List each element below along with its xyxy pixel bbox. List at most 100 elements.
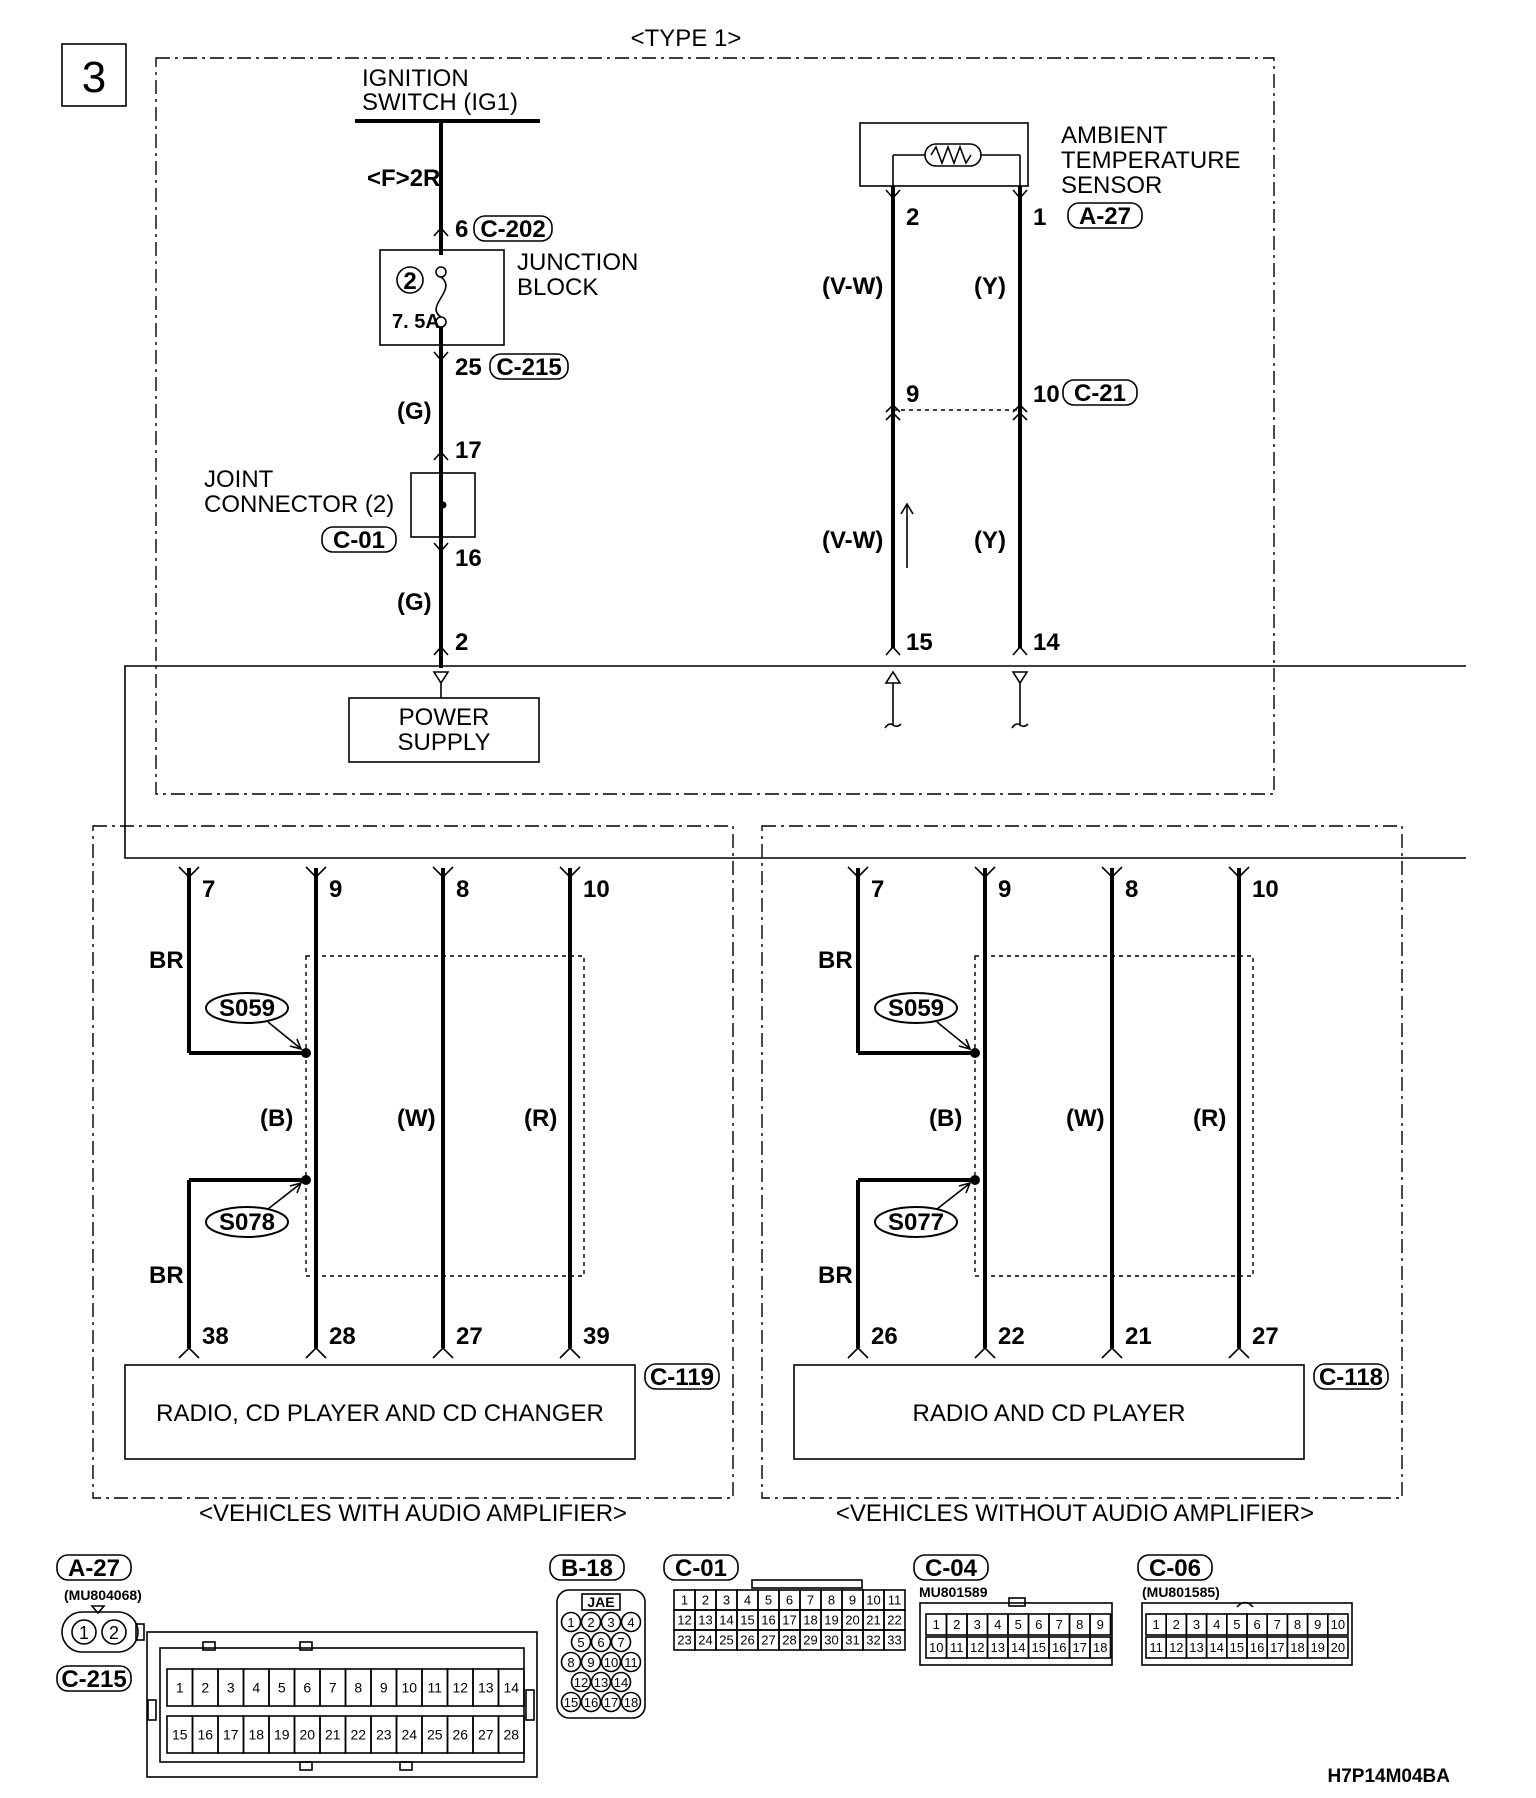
c01-pin-label: 27 xyxy=(761,1633,775,1648)
svg-text:(MU804068): (MU804068) xyxy=(64,1587,142,1603)
c01-pin-label: 9 xyxy=(849,1593,856,1608)
right-wire-w: (W) xyxy=(1066,1105,1105,1132)
left-bottom-pin-1: 38 xyxy=(202,1323,229,1350)
c01-pin-label: 26 xyxy=(740,1633,754,1648)
left-unit-region: 7 9 8 10 BR BR S059 S078 (B) (W) (R) 38 … xyxy=(92,825,734,1527)
c06-pin-label: 7 xyxy=(1274,1617,1281,1632)
c04-pin-label: 15 xyxy=(1032,1640,1046,1655)
b18-pin xyxy=(610,1671,632,1693)
c06-pin-label: 10 xyxy=(1331,1617,1345,1632)
svg-text:AMBIENT: AMBIENT xyxy=(1061,122,1168,149)
right-unit-name: RADIO AND CD PLAYER xyxy=(913,1400,1186,1427)
c04-pin-label: 17 xyxy=(1073,1640,1087,1655)
svg-text:S059: S059 xyxy=(219,995,275,1022)
b18-pin xyxy=(620,1611,642,1633)
c01-pin-label: 16 xyxy=(761,1613,775,1628)
svg-text:JAE: JAE xyxy=(587,1594,614,1610)
joint-in-pin: 17 xyxy=(455,437,482,464)
b18-pin-label: 15 xyxy=(564,1695,578,1710)
right-splice-s059 xyxy=(874,992,958,1024)
c215-pin-label: 12 xyxy=(452,1680,468,1696)
c06-pin-label: 2 xyxy=(1173,1617,1180,1632)
c06-pin-label: 3 xyxy=(1193,1617,1200,1632)
b18-pin-label: 3 xyxy=(607,1615,614,1630)
connector-tag-c01: C-01 xyxy=(321,526,397,554)
c215-pin-label: 16 xyxy=(197,1727,213,1743)
b18-pin-label: 4 xyxy=(627,1615,634,1630)
c06-pin-label: 9 xyxy=(1314,1617,1321,1632)
type1-region xyxy=(155,57,1275,795)
svg-text:JUNCTION: JUNCTION xyxy=(517,249,638,276)
c01-pin-label: 13 xyxy=(698,1613,712,1628)
joint-connector: JOINT CONNECTOR (2) xyxy=(204,466,476,538)
ambient-temperature-sensor: AMBIENT TEMPERATURE SENSOR xyxy=(859,122,1241,199)
c01-pin-label: 10 xyxy=(866,1593,880,1608)
b18-pin xyxy=(600,1691,622,1713)
c215-pin-label: 23 xyxy=(376,1727,392,1743)
svg-text:A-27: A-27 xyxy=(1079,203,1131,230)
right-bottom-pin-4: 27 xyxy=(1252,1323,1279,1350)
c04-pin-label: 3 xyxy=(974,1617,981,1632)
c01-pin-label: 28 xyxy=(782,1633,796,1648)
b18-pin xyxy=(560,1691,582,1713)
wire-g-lower-label: (G) xyxy=(397,589,432,616)
c215-pin xyxy=(497,1715,525,1754)
svg-text:S078: S078 xyxy=(219,1209,275,1236)
right-top-pin-3: 8 xyxy=(1125,876,1138,903)
c215-pin-label: 8 xyxy=(354,1680,362,1696)
connector-tag-c215: C-215 xyxy=(489,353,569,381)
right-top-pin-4: 10 xyxy=(1252,876,1279,903)
c01-pin-label: 2 xyxy=(702,1593,709,1608)
left-wire-b: (B) xyxy=(260,1105,293,1132)
svg-text:2: 2 xyxy=(109,1623,119,1643)
right-splice-s077 xyxy=(874,1206,958,1238)
fuse-path-label: <F>2R xyxy=(367,165,440,192)
c04-pin-label: 12 xyxy=(970,1640,984,1655)
b18-pin xyxy=(590,1631,612,1653)
right-top-pin-1: 7 xyxy=(871,876,884,903)
c215-pin-label: 17 xyxy=(223,1727,239,1743)
c04-pin-label: 13 xyxy=(991,1640,1005,1655)
thermistor-icon xyxy=(930,144,972,166)
sensor-pin-left: 2 xyxy=(906,204,919,231)
c04-pin-label: 11 xyxy=(950,1640,964,1655)
svg-text:(MU801585): (MU801585) xyxy=(1142,1584,1220,1600)
page-number-badge: 3 xyxy=(61,43,127,107)
svg-text:SUPPLY: SUPPLY xyxy=(398,729,491,756)
c01-pin-label: 24 xyxy=(698,1633,712,1648)
b18-pin-label: 18 xyxy=(624,1695,638,1710)
c06-pin-label: 5 xyxy=(1233,1617,1240,1632)
left-wire-r: (R) xyxy=(524,1105,557,1132)
c215-pin-label: 22 xyxy=(350,1727,366,1743)
svg-text:C-118: C-118 xyxy=(1319,1364,1383,1391)
connector-view-a27: A-27 (MU804068) 1 2 xyxy=(56,1554,145,1653)
right-bottom-pin-3: 21 xyxy=(1125,1323,1152,1350)
figure-code: H7P14M04BA xyxy=(1328,1766,1451,1787)
c215-pin xyxy=(497,1668,525,1707)
connector-tag-c118: C-118 xyxy=(1313,1363,1389,1391)
c01-pin-label: 18 xyxy=(803,1613,817,1628)
right-unit-box xyxy=(793,1364,1305,1460)
b18-pin xyxy=(580,1611,602,1633)
b18-pin xyxy=(580,1691,602,1713)
c01-pin xyxy=(883,1629,906,1651)
svg-text:C-202: C-202 xyxy=(480,216,545,243)
left-unit-box xyxy=(124,1364,636,1460)
svg-text:JOINT: JOINT xyxy=(204,466,274,493)
c04-pin-label: 14 xyxy=(1011,1640,1025,1655)
svg-text:S077: S077 xyxy=(888,1209,944,1236)
c215-pin-label: 10 xyxy=(401,1680,417,1696)
c21-pin-left: 9 xyxy=(906,381,919,408)
sensor-pin-right: 1 xyxy=(1033,204,1046,231)
c06-pin-label: 12 xyxy=(1169,1640,1183,1655)
wire-vw-upper-label: (V-W) xyxy=(822,273,883,300)
svg-text:SWITCH (IG1): SWITCH (IG1) xyxy=(362,89,518,116)
c06-pin-label: 13 xyxy=(1189,1640,1203,1655)
svg-text:IGNITION: IGNITION xyxy=(362,65,469,92)
right-wire-br-upper: BR xyxy=(818,947,853,974)
svg-text:B-18: B-18 xyxy=(561,1555,613,1582)
svg-text:C-06: C-06 xyxy=(1149,1555,1201,1582)
b18-pin-label: 8 xyxy=(567,1655,574,1670)
c04-pin-label: 6 xyxy=(1035,1617,1042,1632)
